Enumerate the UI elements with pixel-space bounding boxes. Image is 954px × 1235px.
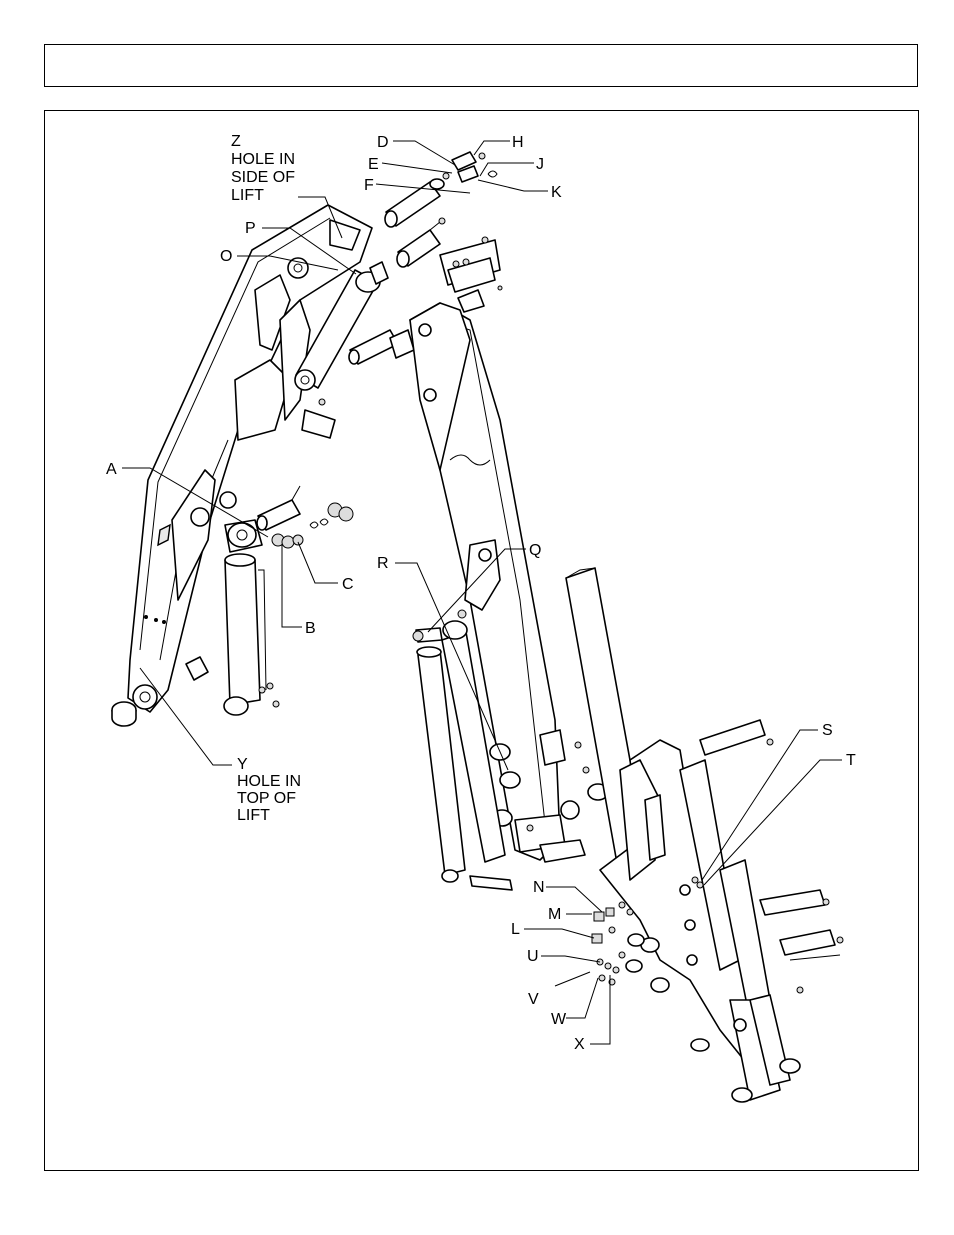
callout-u: U (527, 948, 539, 965)
callout-b: B (305, 620, 316, 637)
callout-t: T (846, 752, 856, 769)
boom-arm (127, 204, 373, 713)
callout-y-line-4: LIFT (237, 807, 270, 824)
callout-n: N (533, 879, 545, 896)
callout-z-line-1: Z (231, 133, 241, 150)
header-box (44, 44, 918, 87)
callout-q: Q (529, 542, 541, 559)
callout-x: X (574, 1036, 585, 1053)
callout-w: W (551, 1011, 567, 1028)
callout-l: L (511, 921, 520, 938)
center-arm (409, 302, 590, 863)
long-pin-upper (396, 217, 446, 268)
figure-box (44, 110, 919, 1171)
mount-frame-right (599, 719, 844, 1103)
callout-y-line-1: Y (237, 756, 248, 773)
bracket-upper (439, 236, 503, 313)
hardware-lower-cluster (591, 901, 645, 986)
callout-v: V (528, 991, 539, 1008)
callout-labels: Z HOLE IN SIDE OF LIFT D H E J F K P O A… (106, 133, 856, 1053)
callout-f: F (364, 177, 374, 194)
callout-p: P (245, 220, 256, 237)
callout-m: M (548, 906, 561, 923)
callout-j: J (536, 156, 544, 173)
callout-r: R (377, 555, 389, 572)
callout-z-line-2: HOLE IN (231, 151, 295, 168)
callout-z: Z HOLE IN SIDE OF LIFT (231, 133, 299, 204)
bushing-bottom-left (111, 656, 209, 727)
cylinders-center (412, 609, 513, 891)
callout-k: K (551, 184, 562, 201)
callout-y-line-3: TOP OF (237, 790, 296, 807)
callout-d: D (377, 134, 389, 151)
pin-hardware-abc (256, 485, 354, 549)
callout-y-line-2: HOLE IN (237, 773, 301, 790)
callout-s: S (822, 722, 833, 739)
callout-z-line-4: LIFT (231, 187, 264, 204)
lift-cylinder-left (223, 519, 280, 716)
tilt-cylinder-upper (294, 261, 389, 439)
callout-z-line-3: SIDE OF (231, 169, 295, 186)
callout-e: E (368, 156, 379, 173)
callout-c: C (342, 576, 354, 593)
callout-o: O (220, 248, 232, 265)
pins-center (348, 329, 415, 365)
pin-assembly-top (384, 151, 498, 228)
leader-lines (122, 140, 842, 1045)
callout-y: Y HOLE IN TOP OF LIFT (237, 756, 305, 824)
callout-h: H (512, 134, 524, 151)
callout-a: A (106, 461, 117, 478)
